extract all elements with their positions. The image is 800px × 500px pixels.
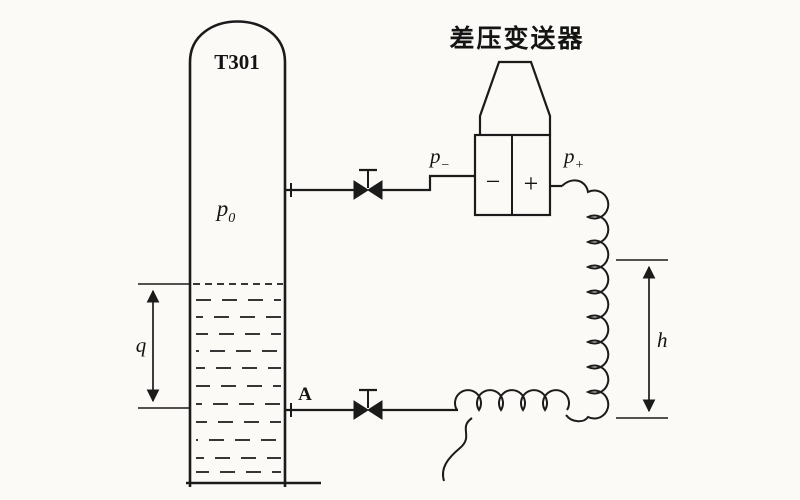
p-minus-sub: − bbox=[441, 158, 450, 173]
tank-outline bbox=[188, 20, 287, 487]
transmitter-head bbox=[478, 60, 552, 135]
top-pipe-right bbox=[382, 174, 475, 192]
top-valve bbox=[353, 168, 383, 200]
minus-chamber-sign: − bbox=[486, 167, 501, 196]
tank-pressure-label: p0 bbox=[215, 196, 236, 226]
bottom-impulse-line: A bbox=[286, 384, 458, 420]
storage-tank: T301 p0 bbox=[186, 20, 321, 487]
height-dimension: h bbox=[616, 259, 668, 419]
level-dimension: q bbox=[136, 283, 190, 409]
p-minus-base: p bbox=[428, 144, 441, 168]
top-impulse-line: p− bbox=[286, 144, 475, 200]
p-plus-sub: + bbox=[575, 158, 584, 173]
p0-base: p bbox=[215, 196, 229, 221]
condensate-coils bbox=[442, 179, 610, 482]
p-minus-label: p− bbox=[428, 144, 450, 173]
plus-chamber-sign: + bbox=[524, 169, 539, 198]
capillary-squiggle bbox=[442, 417, 473, 482]
dp-transmitter: 差压变送器 − + p+ bbox=[449, 24, 584, 217]
tank-id-label: T301 bbox=[214, 50, 260, 74]
p-plus-label: p+ bbox=[562, 144, 584, 173]
valve-wedge-right bbox=[367, 400, 383, 420]
h-label: h bbox=[657, 328, 668, 352]
vertical-coil bbox=[561, 179, 610, 423]
p0-sub: 0 bbox=[228, 211, 235, 226]
bottom-valve bbox=[353, 388, 383, 420]
p-plus-base: p bbox=[562, 144, 575, 168]
q-label: q bbox=[136, 333, 147, 357]
valve-wedge-left bbox=[353, 180, 369, 200]
transmitter-title: 差压变送器 bbox=[449, 24, 584, 53]
valve-wedge-left bbox=[353, 400, 369, 420]
valve-wedge-right bbox=[367, 180, 383, 200]
point-a-label: A bbox=[298, 384, 312, 405]
horizontal-coil bbox=[454, 389, 570, 412]
liquid-dash-lines bbox=[196, 299, 281, 473]
